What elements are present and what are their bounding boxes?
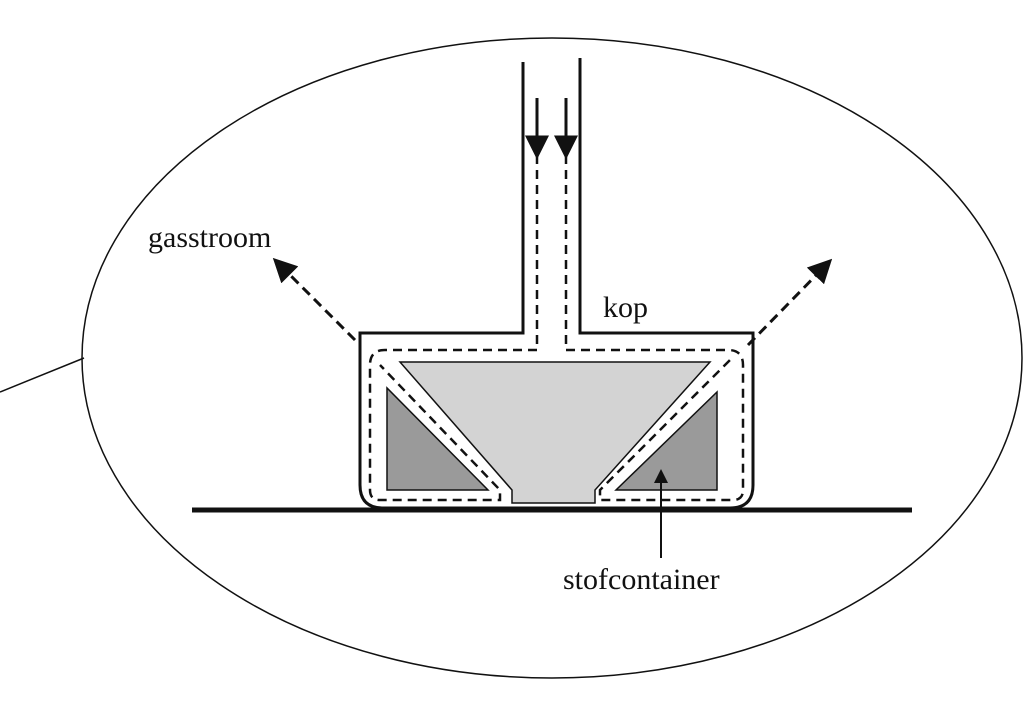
- zoom-ellipse: [81, 37, 1023, 679]
- callout-leader-line: [0, 357, 85, 393]
- gas-flow-path: [368, 155, 745, 502]
- nozzle-body: [398, 361, 712, 504]
- dust-container-label: stofcontainer: [563, 563, 720, 596]
- outflow-arrow-right: [746, 258, 833, 347]
- gas-flow-left-branch: [368, 155, 539, 502]
- nozzle-head-outline: [358, 58, 755, 510]
- head-label: kop: [603, 291, 648, 324]
- magnification-callout: [0, 37, 1023, 679]
- outflow-arrow-left: [272, 257, 357, 342]
- dust-container-right: [614, 390, 718, 491]
- gas-flow-label: gasstroom: [148, 221, 271, 254]
- dust-container-left: [386, 386, 490, 491]
- gas-flow-right-branch: [564, 155, 745, 502]
